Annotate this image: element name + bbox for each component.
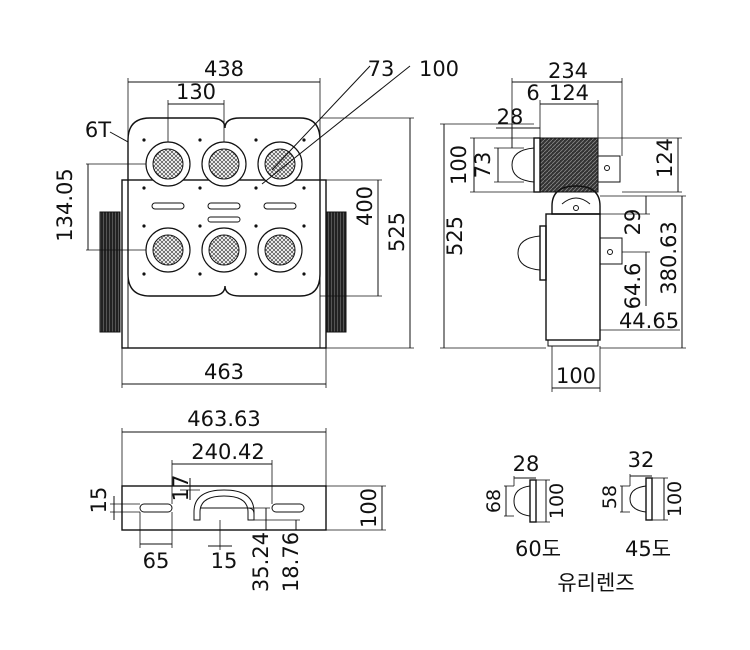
dim-100-base: 100	[556, 364, 596, 388]
lens-5	[201, 227, 247, 273]
lens45-outer: 100	[664, 481, 686, 517]
slot-left	[139, 503, 173, 513]
lens-60-detail: 28 68 100 60도	[483, 452, 568, 561]
left-heatsink	[99, 211, 121, 333]
base-view: 463.63 240.42 17 15 100 65 15 35.24	[87, 407, 386, 592]
dim-6: 6	[526, 81, 539, 105]
lens60-outer: 100	[546, 483, 568, 519]
lens-1	[145, 141, 191, 187]
lens-6	[257, 227, 303, 273]
dim-400: 400	[353, 186, 377, 226]
dim-134: 134.05	[53, 168, 77, 241]
dim-64: 64.6	[621, 263, 645, 310]
dim-463-63: 463.63	[187, 407, 260, 431]
dim-73: 73	[368, 57, 395, 81]
front-view: 438 130 73 100 6T 134.05 400 525 463	[53, 57, 459, 388]
dim-29: 29	[621, 209, 645, 236]
side-upper-lens	[511, 147, 535, 183]
dim-15-center: 15	[211, 549, 238, 573]
dim-44: 44.65	[619, 309, 679, 333]
lens45-label: 45도	[625, 537, 671, 561]
lens-3	[257, 141, 303, 187]
base-plate	[121, 485, 327, 531]
side-upper-body	[539, 137, 599, 193]
lens45-depth: 32	[628, 448, 655, 472]
lens60-depth: 28	[513, 452, 540, 476]
lens-4	[145, 227, 191, 273]
lens-details: 28 68 100 60도 32 58 100 45도	[483, 448, 686, 595]
side-bracket	[551, 185, 601, 215]
dim-124-top: 124	[549, 81, 589, 105]
dim-380: 380.63	[657, 221, 681, 294]
dim-100-base-right: 100	[357, 488, 381, 528]
faceplate	[127, 117, 321, 297]
dim-6t: 6T	[85, 118, 111, 142]
lens45-inner: 58	[599, 485, 621, 509]
side-lower-lens	[517, 235, 541, 271]
dim-438: 438	[204, 57, 244, 81]
lens60-inner: 68	[483, 489, 505, 513]
dim-100-lens: 100	[419, 57, 459, 81]
dim-525-side: 525	[443, 216, 467, 256]
lens-45-detail: 32 58 100 45도	[599, 448, 686, 561]
lens-caption: 유리렌즈	[557, 571, 634, 595]
lens-2	[201, 141, 247, 187]
lens60-label: 60도	[515, 537, 561, 561]
right-heatsink	[325, 211, 347, 333]
dim-15-left: 15	[87, 487, 111, 514]
dim-525-front: 525	[385, 212, 409, 252]
dim-18: 18.76	[279, 532, 303, 592]
dim-130: 130	[176, 80, 216, 104]
dim-73-side: 73	[471, 152, 495, 179]
side-view: 234 124 6 28 100 73 525 124 29	[440, 59, 686, 392]
slot-right	[271, 503, 305, 513]
dim-234: 234	[548, 59, 588, 83]
lens-grid	[145, 141, 303, 273]
dim-240: 240.42	[191, 440, 264, 464]
dim-65: 65	[143, 549, 170, 573]
dim-463: 463	[204, 360, 244, 384]
side-lower-body	[545, 213, 601, 341]
dim-28-side: 28	[497, 105, 524, 129]
dim-100-side: 100	[447, 145, 471, 185]
dim-17: 17	[169, 475, 193, 502]
dim-35: 35.24	[249, 532, 273, 592]
dim-124-right: 124	[653, 138, 677, 178]
center-slot	[193, 489, 255, 521]
